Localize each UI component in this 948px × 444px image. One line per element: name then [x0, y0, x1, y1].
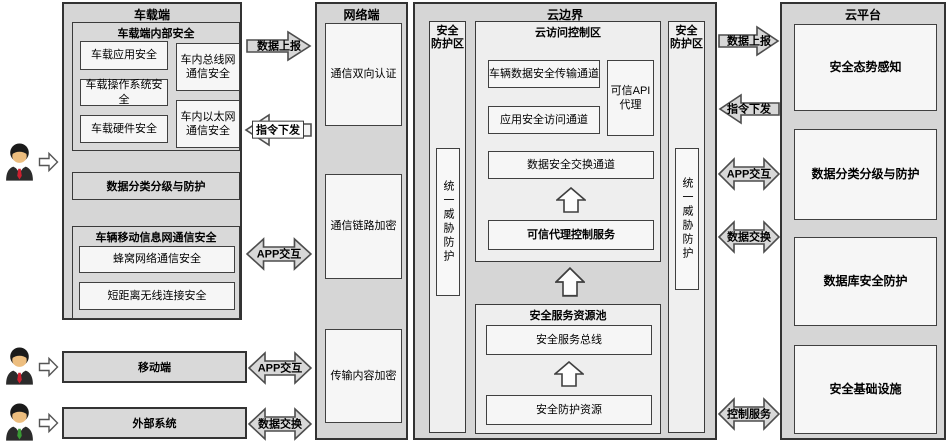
box-vehicle-data-channel: 车辆数据安全传输通道 [488, 60, 600, 88]
box-mobile-terminal: 移动端 [62, 351, 247, 383]
arrow-control-service-c2p: 控制服务 [718, 396, 780, 432]
left-block-arrow-icon [718, 93, 780, 125]
box-app-access-channel: 应用安全访问通道 [488, 106, 600, 134]
section-title: 车辆移动信息网通信安全 [95, 232, 217, 244]
bidirectional-block-arrow-icon [246, 237, 312, 271]
user-icon [3, 346, 36, 386]
panel-cloud-platform: 云平台 安全态势感知 数据分类分级与防护 数据库安全防护 安全基础设施 [780, 2, 946, 440]
panel-cloud-boundary-title: 云边界 [546, 8, 583, 22]
panel-vehicle: 车载端 车载端内部安全 车载应用安全 车内总线网 通信安全 车载操作系统安全 车… [62, 2, 242, 320]
box-bus-network-security: 车内总线网 通信安全 [176, 43, 240, 91]
arrow-label: 数据上报 [727, 35, 771, 48]
arrow-data-report-c2p: 数据上报 [718, 25, 780, 57]
up-arrow-icon [555, 267, 585, 297]
box-unified-threat-protection: 统一威胁防护 [436, 148, 460, 296]
zone-security-protection-left: 安全 防护区 统一威胁防护 [429, 21, 466, 433]
arrow-command-c2p: 指令下发 [718, 93, 780, 125]
zone-security-protection-right: 安全 防护区 统一威胁防护 [668, 21, 705, 433]
right-block-arrow-icon [246, 30, 312, 62]
arrow-data-exchange-external: 数据交换 [248, 406, 312, 442]
box-mutual-authentication: 通信双向认证 [325, 23, 402, 126]
zone-title: 云访问控制区 [535, 27, 601, 39]
up-arrow-icon [554, 361, 584, 387]
panel-vehicle-title: 车载端 [133, 8, 170, 22]
box-ethernet-security: 车内以太网 通信安全 [176, 100, 240, 148]
panel-cloud-boundary: 云边界 安全 防护区 统一威胁防护 云访问控制区 车辆数据安全传输通道 可信AP… [413, 2, 717, 440]
box-link-encryption: 通信链路加密 [325, 174, 402, 279]
box-data-exchange-channel: 数据安全交换通道 [488, 151, 654, 179]
bidirectional-block-arrow-icon [248, 351, 312, 385]
box-content-encryption: 传输内容加密 [325, 329, 402, 423]
arrow-label: 数据上报 [257, 40, 301, 53]
arrow-label: 数据交换 [258, 418, 302, 431]
arrow-command-v2n: 指令下发 [244, 112, 312, 148]
arrow-data-exchange-c2p: 数据交换 [718, 219, 780, 255]
arrow-label: APP交互 [257, 362, 303, 375]
box-data-classification: 数据分类分级与防护 [72, 172, 240, 200]
zone-title: 安全服务资源池 [529, 310, 607, 322]
arrow-label: APP交互 [256, 248, 302, 261]
arrow-app-mobile: APP交互 [248, 350, 312, 386]
box-database-protection: 数据库安全防护 [794, 237, 937, 326]
section-vehicle-internal-security: 车载端内部安全 车载应用安全 车内总线网 通信安全 车载操作系统安全 车载硬件安… [72, 22, 240, 151]
zone-security-service-pool: 安全服务资源池 安全服务总线 安全防护资源 [475, 304, 661, 434]
section-title: 车载端内部安全 [117, 28, 195, 40]
box-vehicle-os-security: 车载操作系统安全 [80, 79, 168, 106]
right-arrow-icon [38, 356, 59, 378]
zone-cloud-access-control: 云访问控制区 车辆数据安全传输通道 可信API 代理 应用安全访问通道 数据安全… [475, 21, 661, 262]
panel-network: 网络端 通信双向认证 通信链路加密 传输内容加密 [315, 2, 408, 440]
box-short-range-security: 短距离无线连接安全 [79, 282, 235, 310]
user-icon [3, 142, 36, 182]
box-unified-threat-protection: 统一威胁防护 [675, 148, 699, 290]
box-security-service-bus: 安全服务总线 [486, 325, 652, 355]
bidirectional-block-arrow-icon [718, 220, 780, 254]
right-arrow-icon [38, 151, 59, 173]
arrow-label: 数据交换 [727, 231, 771, 244]
box-trusted-api-proxy: 可信API 代理 [607, 60, 654, 136]
box-protection-resource: 安全防护资源 [486, 395, 652, 425]
bidirectional-block-arrow-icon [248, 407, 312, 441]
panel-cloud-platform-title: 云平台 [844, 8, 881, 22]
box-trusted-proxy-service: 可信代理控制服务 [488, 220, 654, 250]
zone-title: 安全 防护区 [431, 25, 464, 51]
arrow-label: 指令下发 [727, 103, 771, 116]
box-cellular-security: 蜂窝网络通信安全 [79, 246, 235, 273]
box-vehicle-hardware-security: 车载硬件安全 [80, 115, 168, 143]
arrow-label: 控制服务 [727, 408, 771, 421]
user-icon [3, 402, 36, 442]
arrow-label: APP交互 [726, 168, 772, 181]
bidirectional-block-arrow-icon [718, 397, 780, 431]
arrow-label: 指令下发 [244, 120, 312, 139]
arrow-app-v2n: APP交互 [246, 236, 312, 272]
right-arrow-icon [38, 412, 59, 434]
box-external-system: 外部系统 [62, 407, 247, 439]
right-block-arrow-icon [718, 25, 780, 57]
section-mobile-info-security: 车辆移动信息网通信安全 蜂窝网络通信安全 短距离无线连接安全 [72, 226, 240, 319]
box-vehicle-app-security: 车载应用安全 [80, 41, 168, 70]
panel-network-title: 网络端 [343, 8, 380, 22]
arrow-app-c2p: APP交互 [718, 156, 780, 192]
bidirectional-block-arrow-icon [718, 157, 780, 191]
box-situation-awareness: 安全态势感知 [794, 24, 937, 111]
box-security-infrastructure: 安全基础设施 [794, 345, 937, 434]
arrow-data-report-v2n: 数据上报 [246, 30, 312, 62]
box-platform-data-classification: 数据分类分级与防护 [794, 129, 937, 220]
up-arrow-icon [556, 187, 586, 213]
zone-title: 安全 防护区 [670, 25, 703, 51]
